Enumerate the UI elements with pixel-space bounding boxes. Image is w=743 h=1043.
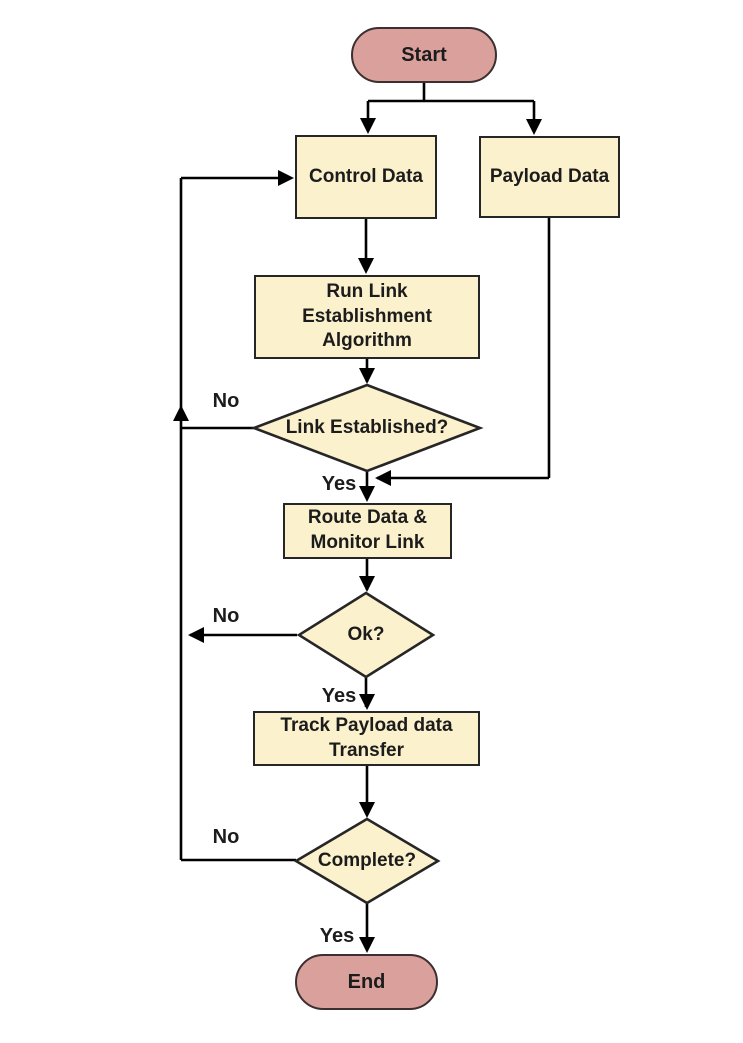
node-control-data: Control Data [295, 135, 437, 219]
arrowhead-into-track-top [359, 694, 375, 710]
arrowhead-ok-no-left [188, 627, 204, 643]
arrowhead-into-complete-top [359, 802, 375, 818]
node-payload-data: Payload Data [479, 136, 620, 218]
decision-complete-label: Complete? [317, 850, 417, 871]
decision-ok-shape [296, 591, 436, 679]
arrowhead-feedback-up-junction [173, 405, 189, 421]
edge-label-complete-yes: Yes [319, 925, 355, 947]
decision-link-established-label: Link Established? [285, 417, 449, 438]
arrowhead-into-linkdiamond-top [359, 368, 375, 384]
node-run-link-algorithm: Run Link Establishment Algorithm [254, 275, 480, 359]
edge-label-ok-yes: Yes [321, 685, 357, 707]
edge-link-no-feedback [179, 176, 291, 860]
node-route-data: Route Data & Monitor Link [283, 503, 452, 559]
arrowhead-payload-join-left [375, 470, 391, 486]
arrowhead-into-run-top [358, 258, 374, 274]
decision-complete-shape [293, 817, 441, 905]
arrowhead-into-ok-top [359, 576, 375, 592]
node-start: Start [351, 27, 497, 83]
decision-ok-label: Ok? [347, 624, 385, 645]
node-end: End [295, 954, 438, 1010]
node-track-payload: Track Payload data Transfer [253, 711, 480, 766]
edge-label-ok-no: No [212, 605, 240, 627]
edge-label-complete-no: No [212, 826, 240, 848]
edge-label-link-yes: Yes [321, 473, 357, 495]
edge-label-link-no: No [212, 390, 240, 412]
edge-start-split [366, 83, 536, 132]
arrowhead-into-route-top [359, 486, 375, 502]
arrowhead-into-control-left [278, 170, 294, 186]
arrowhead-into-end-top [359, 937, 375, 953]
edge-payload-to-route [377, 218, 551, 480]
decision-link-established-shape [250, 383, 484, 473]
arrowhead-into-payload-top [526, 119, 542, 135]
arrowhead-into-control-top [360, 118, 376, 134]
